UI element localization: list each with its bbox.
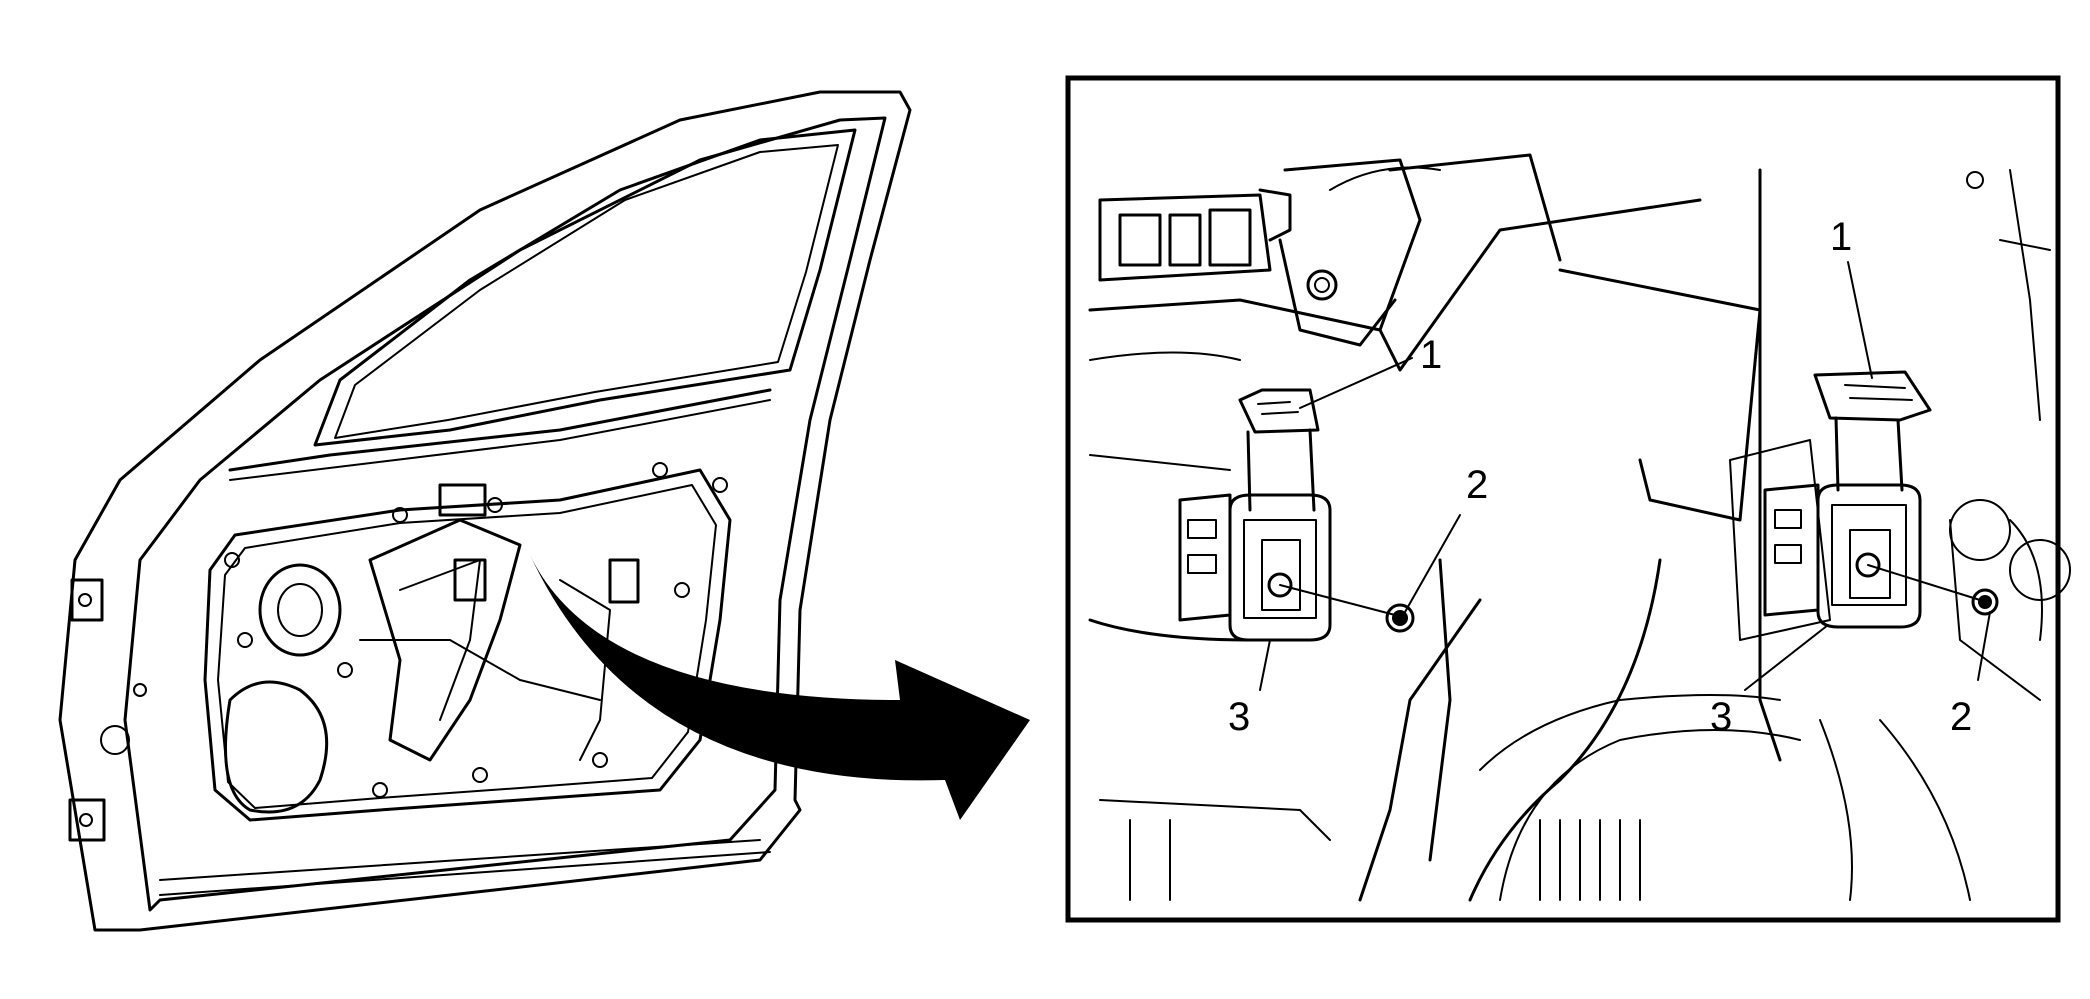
view-direction-arrow [530,555,1030,820]
leader-line-left-2 [1404,514,1461,613]
callout-left-2: 2 [1466,463,1488,507]
leader-line-right-1 [1847,261,1873,379]
leader-line-right-2 [1977,611,1991,681]
detail-view: 1 2 3 1 2 3 [1088,153,2071,902]
leader-line-left-3 [1259,639,1271,691]
callout-right-2: 2 [1950,695,1972,739]
leader-line-right-3 [1744,624,1829,691]
callout-right-3: 3 [1710,695,1732,739]
left-guide-assembly [1178,388,1415,642]
door-overview [58,90,912,932]
callout-left-1: 1 [1420,333,1442,377]
detail-view-frame [1065,75,2061,923]
callout-right-1: 1 [1830,215,1852,259]
leader-line-left-1 [1299,357,1413,409]
callout-left-3: 3 [1228,695,1250,739]
